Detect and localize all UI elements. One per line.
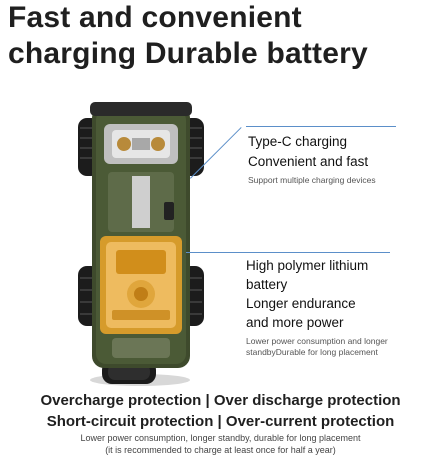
typec-title-line-2: Convenient and fast [248,154,369,169]
battery-title-line-4: and more power [246,315,344,330]
callout-line-typec [246,126,396,127]
battery-title-line-3: Longer endurance [246,296,356,311]
headline-line-2: charging Durable battery [8,37,368,70]
typec-title-line-1: Type-C charging [248,134,348,149]
footer-note-line-1: Lower power consumption, longer standby,… [80,433,361,443]
protection-footer: Overcharge protection | Over discharge p… [0,390,441,456]
protection-line-1: Overcharge protection | Over discharge p… [40,392,401,409]
headline: Fast and convenient charging Durable bat… [8,0,438,72]
battery-title-line-2: battery [246,277,288,292]
footer-note-line-2: (it is recommended to charge at least on… [105,445,336,455]
headline-line-1: Fast and convenient [8,1,302,34]
callout-battery: High polymer lithium battery Longer endu… [246,256,438,358]
protection-line-2: Short-circuit protection | Over-current … [46,413,395,430]
battery-title-line-1: High polymer lithium [246,258,369,273]
callout-typec: Type-C charging Convenient and fast Supp… [248,132,438,186]
battery-subtitle: Lower power consumption and longer stand… [246,336,388,357]
callout-line-battery [186,252,390,253]
typec-subtitle: Support multiple charging devices [248,175,376,185]
car-top-view-image [60,98,220,388]
